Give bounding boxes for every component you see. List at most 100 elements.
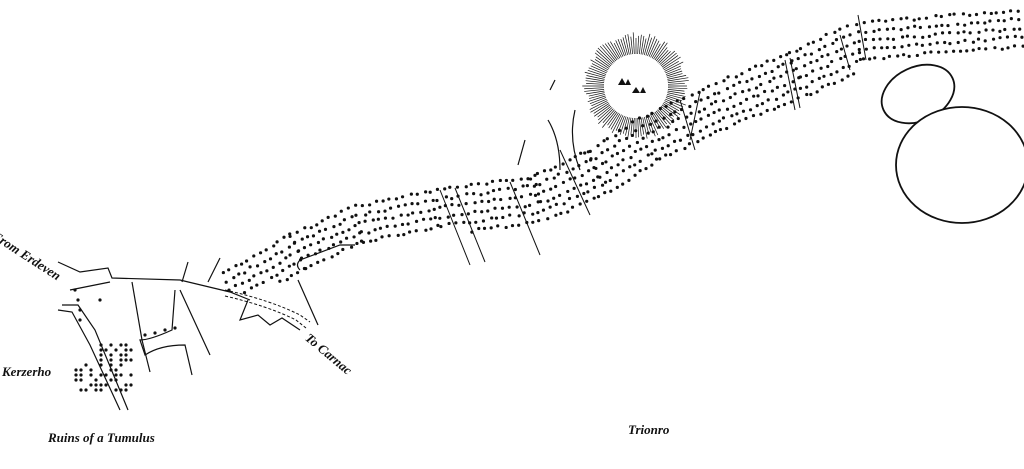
stone-dot (857, 30, 861, 34)
stone-dot (983, 39, 987, 43)
stone-dot (891, 18, 895, 22)
stone-dot (696, 140, 700, 144)
stone-dot (658, 106, 662, 111)
stone-dot (456, 194, 460, 198)
stone-dot (600, 161, 605, 166)
stone-dot (679, 107, 684, 112)
stone-dot (299, 256, 304, 260)
stone-dot (282, 235, 286, 239)
stone-dot (689, 122, 693, 126)
stone-dot (517, 214, 521, 218)
stone-dot (575, 194, 580, 198)
stone-dot (1017, 18, 1021, 22)
stone-dot (732, 104, 736, 108)
stone-dot (99, 353, 103, 357)
stone-dot (725, 86, 730, 91)
hatch-line (590, 101, 609, 113)
stone-dot (261, 280, 265, 285)
stone-dot (605, 170, 609, 175)
stone-dot (1009, 17, 1013, 21)
stone-dot (584, 182, 589, 186)
hatch-line (666, 70, 683, 77)
stone-dot (333, 214, 337, 218)
stone-dot (406, 222, 410, 226)
stone-dot (694, 119, 698, 124)
stone-dot (697, 90, 701, 94)
stone-dot (284, 256, 288, 260)
stone-dot (589, 158, 593, 162)
stone-dot (884, 19, 888, 23)
stone-dot (996, 18, 1001, 23)
stone-dot (316, 260, 320, 265)
stone-dot (712, 110, 716, 115)
hatch-line (647, 36, 656, 57)
stone-dot (542, 189, 546, 193)
hatch-line (610, 41, 621, 59)
stone-dot (770, 69, 774, 74)
stone-dot (871, 37, 876, 42)
stone-dot (381, 199, 385, 203)
stone-dot (641, 136, 645, 140)
stone-dot (288, 234, 292, 239)
stone-dot (671, 119, 675, 124)
stone-dot (596, 195, 601, 199)
stone-dot (920, 43, 924, 47)
stone-dot (845, 44, 849, 48)
stone-dot (300, 237, 304, 241)
hatch-line (607, 111, 618, 126)
stone-dot (952, 12, 956, 16)
hatch-line (667, 87, 688, 90)
stone-dot (732, 122, 737, 126)
stone-dot (993, 46, 997, 50)
stone-dot (830, 59, 834, 64)
stone-dot (289, 273, 293, 278)
stone-dot (271, 265, 275, 269)
stone-dot (331, 243, 336, 247)
hatch-line (602, 109, 615, 123)
stone-dot (409, 192, 413, 196)
stone-dot (464, 202, 468, 206)
stone-dot (583, 151, 587, 155)
stone-dot (747, 88, 751, 92)
stone-dot (864, 47, 868, 51)
stone-dot (433, 216, 437, 220)
stone-dot (730, 114, 734, 118)
stone-dot (473, 209, 477, 213)
stone-dot (339, 209, 343, 213)
stone-dot (606, 148, 610, 152)
stone-dot (770, 89, 774, 93)
hatch-line (660, 52, 677, 67)
stone-dot (934, 24, 938, 28)
stone-dot (877, 28, 881, 32)
hatch-line (584, 87, 605, 90)
stone-dot (907, 43, 911, 47)
stone-dot (772, 58, 776, 62)
stone-dot (667, 133, 671, 137)
hatch-line (588, 67, 607, 75)
stone-dot (924, 16, 929, 20)
stone-dot (994, 11, 998, 15)
stone-dot (89, 373, 93, 377)
stone-dot (527, 203, 532, 207)
stone-dot (330, 235, 334, 239)
stone-dot (486, 191, 490, 195)
stone-dot (510, 223, 515, 228)
stone-dot (683, 146, 687, 151)
label-ruins-of-a-tumulus: Ruins of a Tumulus (48, 430, 155, 445)
stone-dot (114, 378, 118, 382)
stone-dot (399, 213, 403, 217)
hatch-line (642, 117, 648, 139)
stone-dot (330, 255, 334, 259)
stone-dot (501, 215, 505, 220)
stone-dot (388, 206, 393, 210)
hatch-line (653, 41, 666, 60)
stone-dot (963, 23, 967, 27)
stone-dot (562, 202, 566, 206)
stone-dot (287, 264, 291, 268)
stone-dot (542, 169, 547, 173)
hatch-line (588, 92, 605, 97)
stone-dot (521, 184, 525, 188)
stone-dot (998, 29, 1002, 33)
stone-dot (104, 373, 108, 377)
stone-dot (617, 128, 622, 133)
